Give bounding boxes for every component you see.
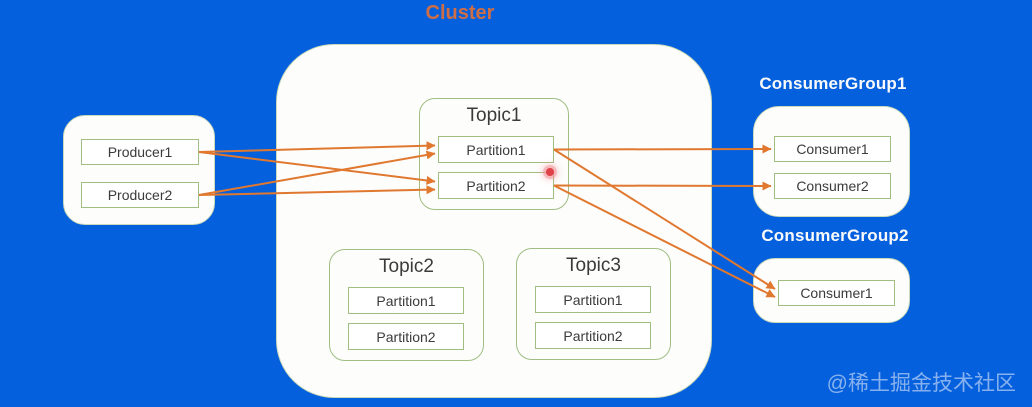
topic2-partition1-box: Partition1 xyxy=(348,287,464,314)
producer2-box: Producer2 xyxy=(81,182,199,208)
cluster-title: Cluster xyxy=(425,2,495,24)
topic3-title: Topic3 xyxy=(566,255,621,276)
topic2-partition2-box: Partition2 xyxy=(348,323,464,350)
topic1-partition2-box: Partition2 xyxy=(438,172,554,199)
cg1-consumer2-box: Consumer2 xyxy=(774,173,891,199)
topic1-title: Topic1 xyxy=(466,105,522,126)
topic3-box: Topic3 Partition1 Partition2 xyxy=(516,248,671,360)
watermark: @稀土掘金技术社区 xyxy=(826,372,1016,395)
topic3-partition1-box: Partition1 xyxy=(535,286,651,313)
cluster-box: Topic1 Partition1 Partition2 Topic2 Part… xyxy=(276,44,712,398)
producer-group-box: Producer1 Producer2 xyxy=(63,115,215,225)
cg2-consumer1-box: Consumer1 xyxy=(778,280,895,306)
consumer-group2-box: Consumer1 xyxy=(753,258,910,323)
topic1-box: Topic1 Partition1 Partition2 xyxy=(419,98,569,210)
topic1-partition1-box: Partition1 xyxy=(438,136,554,163)
cg1-consumer1-box: Consumer1 xyxy=(774,136,891,162)
topic2-box: Topic2 Partition1 Partition2 xyxy=(329,249,484,361)
consumer-group2-label: ConsumerGroup2 xyxy=(761,226,909,245)
consumer-group1-box: Consumer1 Consumer2 xyxy=(753,106,910,217)
topic3-partition2-box: Partition2 xyxy=(535,322,651,349)
topic2-title: Topic2 xyxy=(379,256,434,277)
consumer-group1-label: ConsumerGroup1 xyxy=(759,74,907,93)
producer1-box: Producer1 xyxy=(81,139,199,165)
laser-pointer-dot xyxy=(546,168,554,176)
